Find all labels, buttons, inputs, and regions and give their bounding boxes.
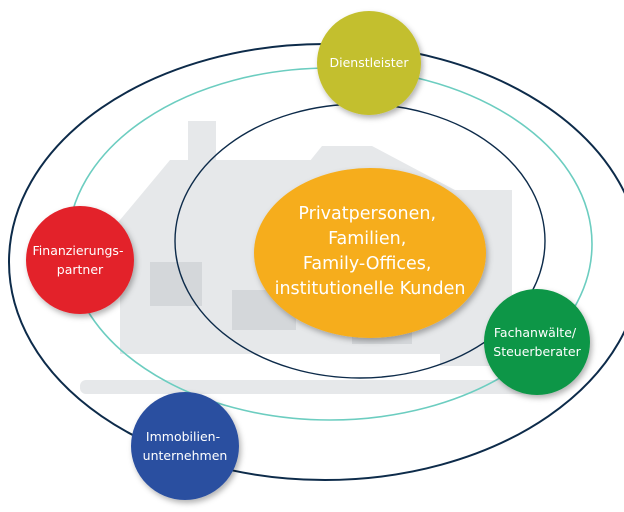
node-fachanwaelte: Fachanwälte/ Steuerberater	[484, 289, 590, 395]
node-immobilienunternehmen-label: Immobilien- unternehmen	[143, 429, 228, 463]
node-immobilienunternehmen-circle	[131, 392, 239, 500]
center-label-line-4: institutionelle Kunden	[275, 279, 466, 299]
node-finanzierungspartner-line-1: Finanzierungs-	[33, 243, 124, 258]
node-dienstleister-line-1: Dienstleister	[329, 55, 409, 70]
node-immobilienunternehmen: Immobilien- unternehmen	[131, 392, 239, 500]
node-dienstleister-label: Dienstleister	[329, 55, 409, 70]
node-finanzierungspartner: Finanzierungs- partner	[26, 206, 134, 314]
node-fachanwaelte-circle	[484, 289, 590, 395]
center-label-line-2: Familien,	[328, 229, 406, 249]
node-finanzierungspartner-circle	[26, 206, 134, 314]
house-ground	[80, 380, 530, 394]
node-dienstleister: Dienstleister	[317, 11, 421, 115]
node-dienstleister-circle	[317, 11, 421, 115]
center-ellipse	[254, 168, 486, 338]
house-window-1	[150, 262, 202, 306]
node-fachanwaelte-label: Fachanwälte/ Steuerberater	[493, 325, 581, 359]
node-immobilienunternehmen-line-1: Immobilien-	[146, 429, 220, 444]
center-group: Privatpersonen, Familien, Family-Offices…	[254, 168, 486, 338]
node-fachanwaelte-line-2: Steuerberater	[493, 344, 581, 359]
node-finanzierungspartner-line-2: partner	[57, 262, 104, 277]
center-label-line-3: Family-Offices,	[303, 254, 432, 274]
center-label: Privatpersonen, Familien, Family-Offices…	[275, 204, 466, 299]
center-label-line-1: Privatpersonen,	[298, 204, 436, 224]
node-finanzierungspartner-label: Finanzierungs- partner	[33, 243, 128, 277]
node-immobilienunternehmen-line-2: unternehmen	[143, 448, 228, 463]
node-fachanwaelte-line-1: Fachanwälte/	[494, 325, 577, 340]
